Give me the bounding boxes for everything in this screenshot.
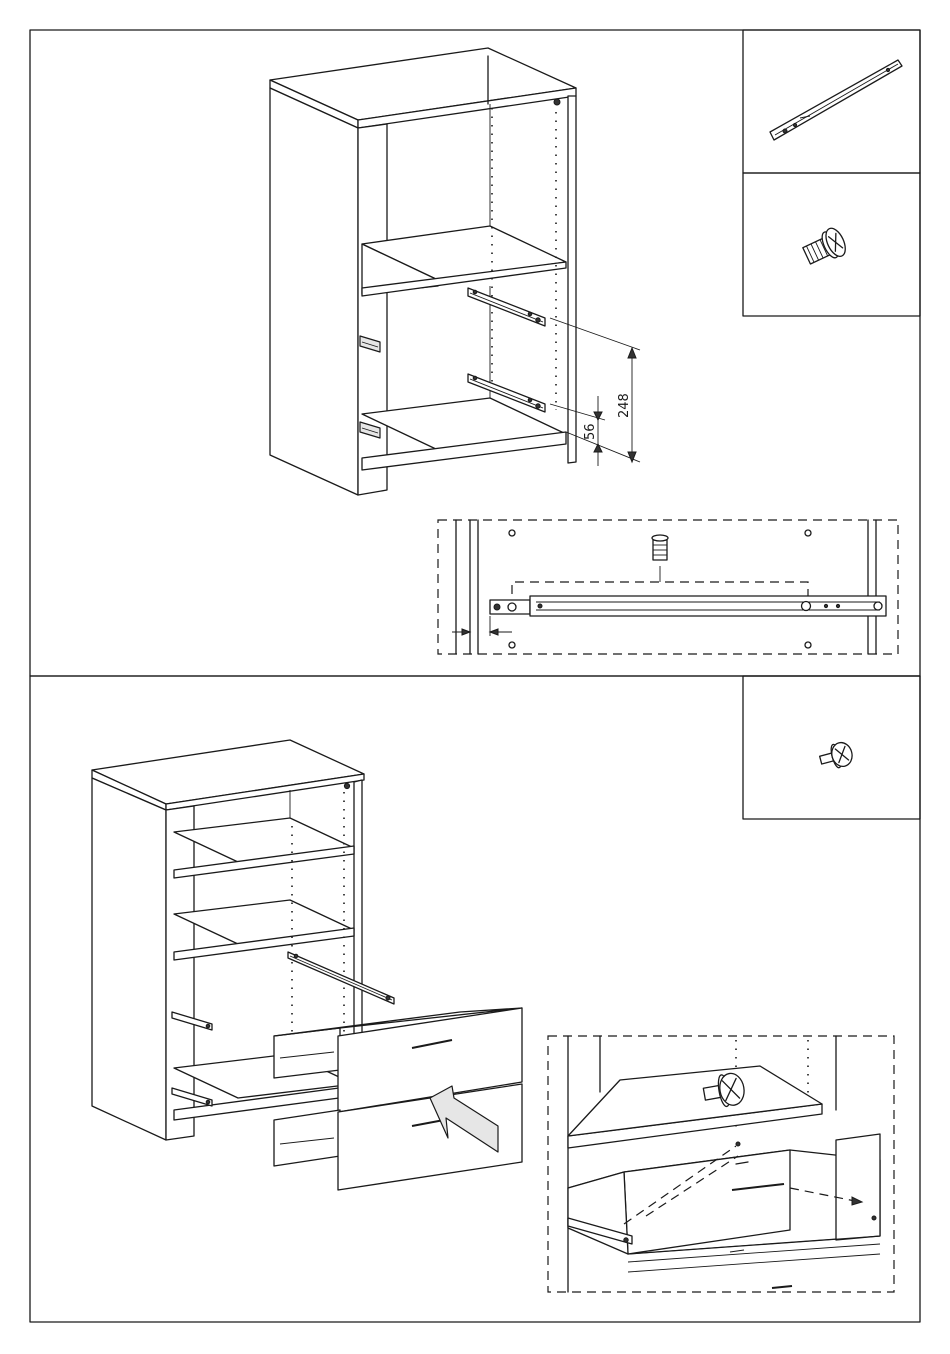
flange-screw-icon [818, 740, 855, 771]
drawer-slide-icon [490, 596, 886, 616]
parts-box-euro-screw [743, 173, 920, 316]
drawer-slide-icon [770, 60, 902, 140]
runner-right-upper [288, 952, 394, 1004]
parts-box-drawer-runner [743, 30, 920, 173]
euro-screw-icon [800, 225, 849, 269]
dimension-56: 56 [583, 423, 598, 440]
detail-drawer-screw [548, 1036, 894, 1292]
cabinet-step-2 [92, 740, 522, 1190]
parts-box-drawer-screw [743, 676, 920, 819]
detail-runner-mounting [438, 520, 898, 654]
runner-right-upper [468, 288, 545, 326]
euro-screw-icon [652, 535, 668, 560]
dimension-248: 248 [617, 393, 632, 418]
